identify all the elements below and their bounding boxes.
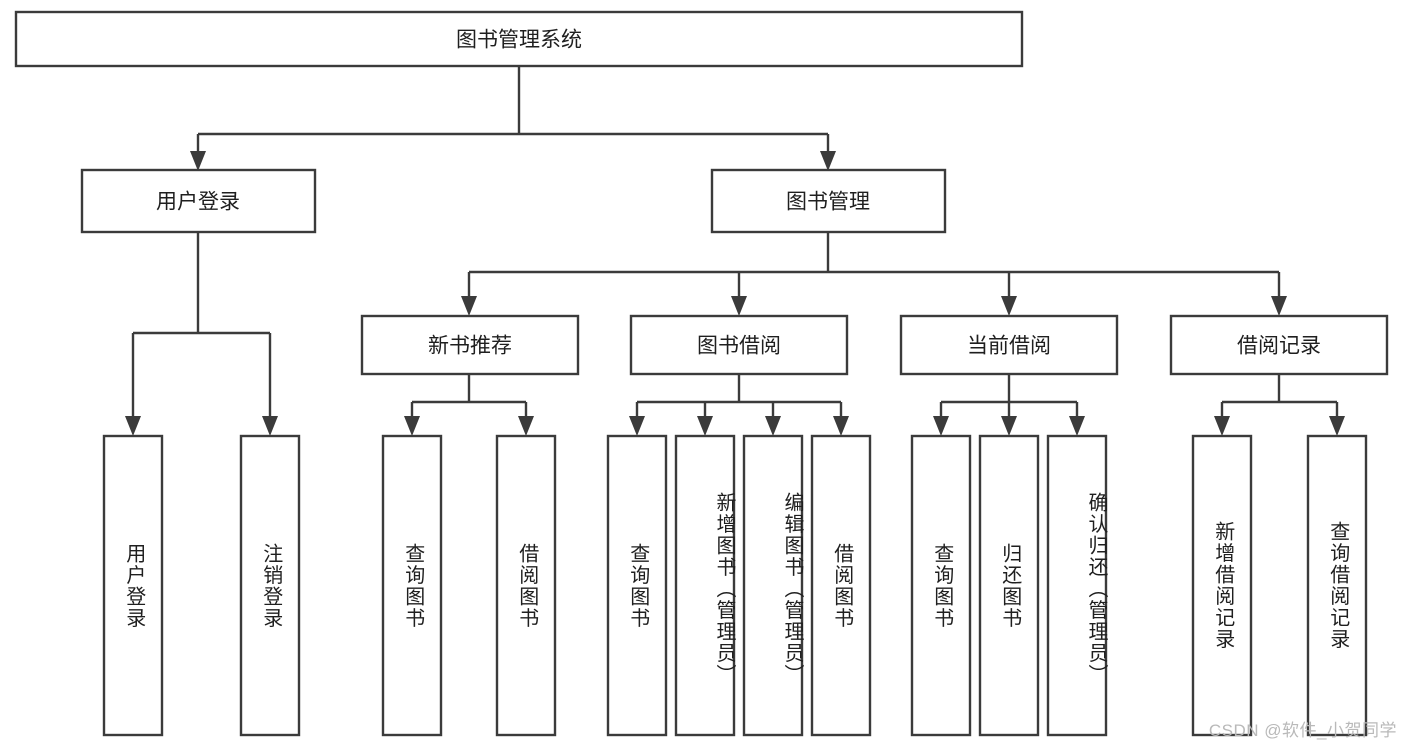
leaf-label-book-borrow-0: 查询图书 — [626, 542, 649, 629]
leaf-box-new-book-0[interactable] — [381, 434, 443, 737]
leaf-boxes-new-book-recommend — [381, 434, 557, 737]
arrow-head-icon — [190, 151, 206, 171]
leaf-label-book-borrow-2: 编辑图书（管理员） — [781, 491, 803, 686]
leaf-label-user-login-1: 注销登录 — [259, 542, 282, 629]
node-new-book-recommend-label: 新书推荐 — [428, 335, 512, 358]
arrow-head-icon — [765, 416, 781, 436]
leaf-boxes-current-borrow — [910, 434, 1108, 737]
arrow-head-icon — [933, 416, 949, 436]
connector-bookborrow-to-leaves — [629, 374, 849, 436]
arrow-head-icon — [262, 416, 278, 436]
leaf-box-borrow-record-0[interactable] — [1191, 434, 1253, 737]
node-book-management-label: 图书管理 — [786, 191, 870, 214]
arrow-head-icon — [820, 151, 836, 171]
leaf-box-user-login-1[interactable] — [239, 434, 301, 737]
connector-currentborrow-to-leaves — [933, 374, 1085, 436]
node-book-management[interactable]: 图书管理 — [710, 168, 947, 234]
leaf-boxes-user-login — [102, 434, 301, 737]
node-borrow-record[interactable]: 借阅记录 — [1169, 314, 1389, 376]
arrow-head-icon — [1214, 416, 1230, 436]
node-current-borrow-label: 当前借阅 — [967, 335, 1051, 358]
node-root[interactable]: 图书管理系统 — [14, 10, 1024, 68]
node-borrow-record-label: 借阅记录 — [1237, 335, 1321, 358]
arrow-head-icon — [1329, 416, 1345, 436]
leaf-boxes-borrow-record — [1191, 434, 1368, 737]
leaf-box-new-book-1[interactable] — [495, 434, 557, 737]
node-root-label: 图书管理系统 — [456, 29, 582, 52]
arrow-head-icon — [1001, 296, 1017, 316]
connector-root-to-level2 — [190, 66, 836, 171]
leaf-label-user-login-0: 用户登录 — [122, 542, 145, 629]
arrow-head-icon — [125, 416, 141, 436]
leaf-box-current-borrow-1[interactable] — [978, 434, 1040, 737]
arrow-head-icon — [697, 416, 713, 436]
arrow-head-icon — [518, 416, 534, 436]
connector-borrowrecord-to-leaves — [1214, 374, 1345, 436]
leaf-label-current-borrow-2: 确认归还（管理员） — [1085, 491, 1107, 686]
arrow-head-icon — [629, 416, 645, 436]
leaf-box-borrow-record-1[interactable] — [1306, 434, 1368, 737]
node-book-borrow-label: 图书借阅 — [697, 335, 781, 358]
node-user-login-label: 用户登录 — [156, 191, 240, 214]
node-user-login[interactable]: 用户登录 — [80, 168, 317, 234]
leaf-box-book-borrow-1[interactable] — [674, 434, 736, 737]
node-new-book-recommend[interactable]: 新书推荐 — [360, 314, 580, 376]
connector-newbook-to-leaves — [404, 374, 534, 436]
leaf-label-current-borrow-1: 归还图书 — [998, 542, 1021, 629]
leaf-box-user-login-0[interactable] — [102, 434, 164, 737]
node-current-borrow[interactable]: 当前借阅 — [899, 314, 1119, 376]
arrow-head-icon — [404, 416, 420, 436]
arrow-head-icon — [1069, 416, 1085, 436]
csdn-watermark: CSDN @软件_小贺同学 — [1208, 721, 1397, 740]
leaf-label-new-book-0: 查询图书 — [401, 542, 424, 629]
connector-bookmgmt-to-level3 — [461, 232, 1287, 316]
leaf-boxes-book-borrow — [606, 434, 872, 737]
arrow-head-icon — [1001, 416, 1017, 436]
node-book-borrow[interactable]: 图书借阅 — [629, 314, 849, 376]
leaf-label-borrow-record-0: 新增借阅记录 — [1211, 521, 1234, 650]
leaf-label-book-borrow-3: 借阅图书 — [830, 542, 853, 629]
leaf-box-book-borrow-0[interactable] — [606, 434, 668, 737]
leaf-label-borrow-record-1: 查询借阅记录 — [1326, 521, 1349, 650]
arrow-head-icon — [833, 416, 849, 436]
arrow-head-icon — [1271, 296, 1287, 316]
leaf-box-book-borrow-2[interactable] — [742, 434, 804, 737]
arrow-head-icon — [461, 296, 477, 316]
leaf-box-current-borrow-2[interactable] — [1046, 434, 1108, 737]
leaf-box-book-borrow-3[interactable] — [810, 434, 872, 737]
leaf-label-new-book-1: 借阅图书 — [515, 542, 538, 629]
arrow-head-icon — [731, 296, 747, 316]
connector-userlogin-to-leaves — [125, 232, 278, 436]
leaf-box-current-borrow-0[interactable] — [910, 434, 972, 737]
leaf-label-current-borrow-0: 查询图书 — [930, 542, 953, 629]
leaf-label-book-borrow-1: 新增图书（管理员） — [713, 491, 735, 686]
